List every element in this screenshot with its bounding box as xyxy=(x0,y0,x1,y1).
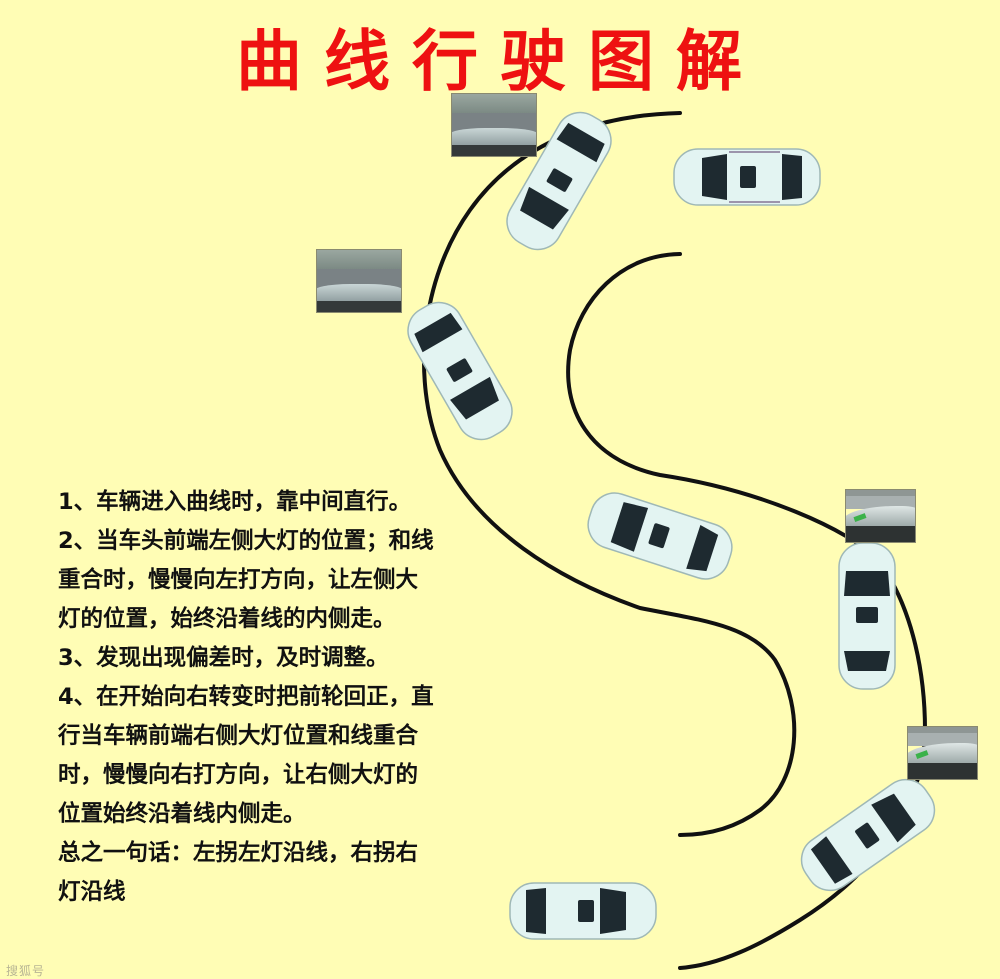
car-top-view-icon xyxy=(506,111,612,251)
car-exit-left-turn xyxy=(579,483,741,588)
road-edge-outer xyxy=(422,111,797,837)
instruction-line: 3、发现出现偏差时，及时调整。 xyxy=(58,645,389,671)
car-turning-right-start xyxy=(836,541,898,691)
driver-view-photo-4 xyxy=(907,726,978,780)
watermark: 搜狐号 xyxy=(6,964,46,978)
instruction-line: 灯的位置，始终沿着线的内侧走。 xyxy=(58,606,396,632)
instruction-line: 4、在开始向右转变时把前轮回正，直 xyxy=(58,684,434,710)
instruction-line: 2、当车头前端左侧大灯的位置；和线 xyxy=(58,528,434,554)
driver-view-photo-2 xyxy=(316,249,402,313)
instruction-list: 1、车辆进入曲线时，靠中间直行。 2、当车头前端左侧大灯的位置；和线 重合时，慢… xyxy=(58,483,508,912)
driver-view-photo-3 xyxy=(845,489,916,543)
car-top-view-icon xyxy=(800,778,936,892)
driver-view-photo-1 xyxy=(451,93,537,157)
car-entry-straight xyxy=(672,146,822,208)
instruction-line: 行当车辆前端右侧大灯位置和线重合 xyxy=(58,723,419,749)
car-top-view-icon xyxy=(509,882,657,940)
instruction-line: 时，慢慢向右打方向，让右侧大灯的 xyxy=(58,762,419,788)
car-top-view-icon xyxy=(838,542,896,690)
instruction-summary: 总之一句话：左拐左灯沿线，右拐右 xyxy=(58,840,419,866)
instruction-line: 位置始终沿着线内侧走。 xyxy=(58,801,306,827)
car-top-view-icon xyxy=(587,492,733,580)
instruction-summary: 灯沿线 xyxy=(58,879,126,905)
car-top-view-icon xyxy=(407,301,513,441)
instruction-line: 重合时，慢慢向左打方向，让左侧大 xyxy=(58,567,419,593)
instruction-line: 1、车辆进入曲线时，靠中间直行。 xyxy=(58,489,412,515)
diagram-title: 曲线行驶图解 xyxy=(236,23,764,100)
car-turning-left-mid xyxy=(396,291,525,452)
car-top-view-icon xyxy=(673,148,821,206)
car-turning-right-lower xyxy=(789,767,947,904)
car-turning-left-upper xyxy=(495,101,624,262)
car-exit-straight xyxy=(508,880,658,942)
